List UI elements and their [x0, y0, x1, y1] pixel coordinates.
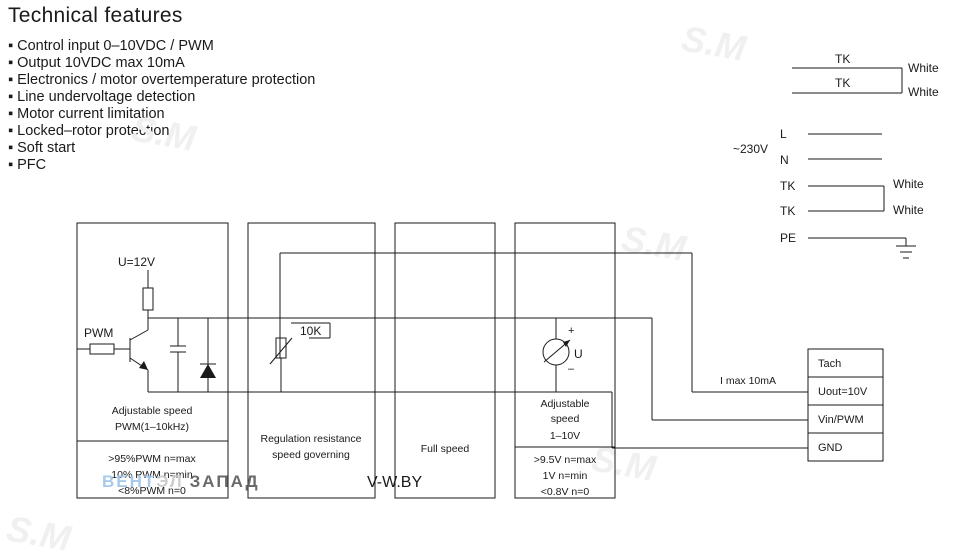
watermark-text: S.M: [679, 18, 750, 70]
wire-color-label: White: [908, 61, 939, 75]
box-spec: <0.8V n=0: [541, 486, 590, 498]
tk-label: TK: [835, 76, 850, 90]
feature-item: PFC: [8, 157, 315, 174]
pwm-input-label: PWM: [84, 326, 113, 340]
neutral-terminal-label: N: [780, 153, 789, 167]
box-spec: 10% PWM n=min: [111, 469, 193, 481]
box-spec: 1V n=min: [543, 470, 588, 482]
page-title: Technical features: [8, 4, 183, 27]
box-caption: Regulation resistance: [261, 433, 362, 445]
tk-label: TK: [780, 179, 795, 193]
box-caption: speed governing: [272, 449, 350, 461]
imax-value: 10mA: [749, 375, 776, 387]
resistance-control-box: [247, 222, 376, 499]
terminal-label: GND: [818, 442, 843, 454]
line-terminal-label: L: [780, 127, 787, 141]
box-spec: >95%PWM n=max: [108, 453, 196, 465]
box-caption: Full speed: [421, 443, 470, 455]
wire-color-label: White: [893, 203, 924, 217]
feature-item: Motor current limitation: [8, 106, 315, 123]
box-caption: Adjustable: [540, 398, 589, 410]
box-caption: Adjustable speed: [112, 405, 193, 417]
tk-label: TK: [835, 52, 850, 66]
feature-item: Output 10VDC max 10mA: [8, 55, 315, 72]
watermark-text: S.M: [589, 438, 660, 490]
meter-u-label: U: [574, 347, 583, 361]
imax-label: I max 10mA: [720, 375, 776, 387]
imax-prefix: I max: [720, 375, 746, 387]
terminal-label: Uout=10V: [818, 386, 868, 398]
meter-minus-label: –: [568, 363, 575, 375]
terminal-label: Vin/PWM: [818, 414, 864, 426]
watermark-text: S.M: [619, 218, 690, 270]
logo-brand-part: ЭЛ: [156, 472, 183, 491]
box-spec: >9.5V n=max: [534, 454, 597, 466]
feature-item: Electronics / motor overtemperature prot…: [8, 72, 315, 89]
wire-color-label: White: [893, 177, 924, 191]
feature-list: Control input 0–10VDC / PWM Output 10VDC…: [8, 38, 315, 174]
supply-voltage-label: ~230V: [733, 142, 768, 156]
voltage-control-box: [514, 222, 616, 499]
box-caption: speed: [551, 413, 580, 425]
pe-terminal-label: PE: [780, 231, 796, 245]
feature-item: Control input 0–10VDC / PWM: [8, 38, 315, 55]
meter-plus-label: +: [568, 325, 574, 337]
brand-logo: ВЕНТЭЛ ЗАПАД V-W.BY: [102, 472, 422, 491]
logo-brand-part: ВЕНТ: [102, 472, 156, 491]
watermark-text: S.M: [129, 108, 200, 160]
wire-color-label: White: [908, 85, 939, 99]
pwm-control-box: [76, 222, 229, 499]
logo-site: V-W.BY: [367, 474, 422, 491]
terminal-label: Tach: [818, 358, 841, 370]
feature-item: Soft start: [8, 140, 315, 157]
box-caption: 1–10V: [550, 430, 580, 442]
box-spec: <8%PWM n=0: [118, 485, 186, 497]
feature-item: Locked–rotor protection: [8, 123, 315, 140]
logo-brand-part: ЗАПАД: [190, 472, 260, 491]
supply-12v-label: U=12V: [118, 255, 155, 269]
box-caption: PWM(1–10kHz): [115, 421, 189, 433]
watermark-text: S.M: [4, 508, 75, 557]
feature-item: Line undervoltage detection: [8, 89, 315, 106]
tk-label: TK: [780, 204, 795, 218]
full-speed-box: [394, 222, 496, 499]
resistor-10k-label: 10K: [300, 324, 321, 338]
